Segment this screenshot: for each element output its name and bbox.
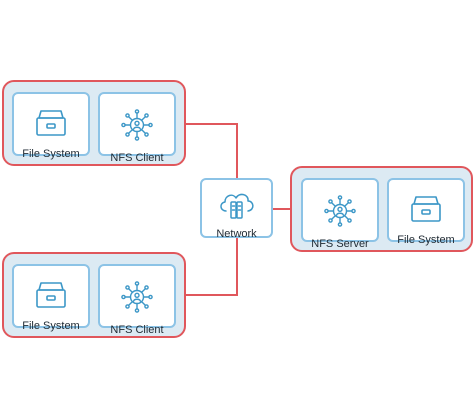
file-system-label: File System: [22, 148, 80, 160]
cloud-server-icon: [217, 188, 257, 220]
drawer-icon: [409, 194, 443, 224]
client-group-top: File System: [2, 80, 186, 166]
connector-top-horizontal: [186, 123, 238, 125]
connector-bottom-vertical: [236, 238, 238, 296]
nfs-client-card: NFS Client: [98, 264, 176, 336]
network-label: Network: [216, 228, 257, 240]
network-user-icon: [120, 108, 154, 142]
connector-server-horizontal: [272, 208, 291, 210]
file-system-label: File System: [22, 320, 80, 332]
connector-top-vertical: [236, 123, 238, 178]
file-system-card: File System: [12, 92, 90, 160]
client-group-bottom: File System: [2, 252, 186, 338]
nfs-server-label: NFS Server: [311, 238, 369, 250]
file-system-label: File System: [397, 234, 455, 246]
nfs-client-label: NFS Client: [110, 324, 164, 336]
file-system-card: File System: [12, 264, 90, 332]
nfs-client-label: NFS Client: [110, 152, 164, 164]
connector-bottom-horizontal: [186, 294, 238, 296]
network-card: Network: [200, 178, 273, 240]
network-user-icon: [323, 194, 357, 228]
nfs-server-card: NFS Server: [301, 178, 379, 250]
nfs-client-card: NFS Client: [98, 92, 176, 164]
drawer-icon: [34, 108, 68, 138]
server-group: NFS Server File System: [290, 166, 473, 252]
file-system-card: File System: [387, 178, 465, 246]
drawer-icon: [34, 280, 68, 310]
network-user-icon: [120, 280, 154, 314]
